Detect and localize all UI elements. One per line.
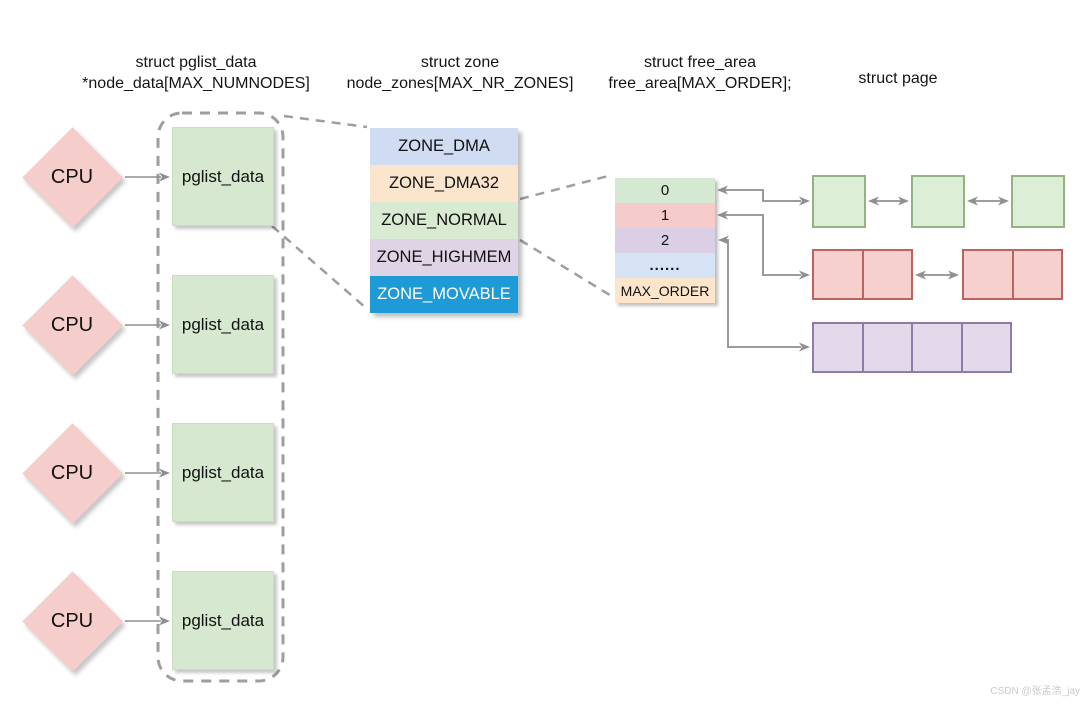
header-line: free_area[MAX_ORDER];: [608, 75, 792, 92]
pglist-data-node-2: pglist_data: [172, 275, 274, 374]
expand-line-pglist-to-zones-bottom: [271, 225, 367, 309]
arrowhead: [948, 270, 959, 280]
cpu-node-4: CPU: [21, 570, 123, 672]
header-line: struct page: [858, 70, 938, 87]
freearea1-list-link: [719, 214, 801, 276]
free-pages-order0-block-3: [1011, 175, 1065, 228]
free-pages-order1-block-2: [962, 249, 1063, 300]
pglist-data-node-4: pglist_data: [172, 571, 274, 670]
pglist-data-node-1: pglist_data: [172, 127, 274, 226]
arrowhead: [159, 616, 170, 626]
zone-row-movable: ZONE_MOVABLE: [370, 276, 518, 313]
page-cell: [964, 251, 1012, 298]
arrowhead: [718, 235, 729, 245]
arrowhead: [898, 196, 909, 206]
node-container-dashed-border: [156, 111, 285, 683]
header-line: *node_data[MAX_NUMNODES]: [82, 75, 310, 92]
zone-row-dma: ZONE_DMA: [370, 128, 518, 165]
zone-row-dma32: ZONE_DMA32: [370, 165, 518, 202]
arrowhead: [799, 196, 810, 206]
expand-line-pglist-to-zones-top: [283, 114, 368, 129]
free-pages-order0-block-1: [812, 175, 866, 228]
header-line: struct free_area: [643, 54, 757, 71]
free-area-row-max-order: MAX_ORDER: [615, 278, 715, 303]
cpu-node-2: CPU: [21, 274, 123, 376]
header-line: struct pglist_data: [135, 54, 257, 71]
column-header-free-area: struct free_area free_area[MAX_ORDER];: [590, 52, 810, 94]
column-header-pglist-data: struct pglist_data *node_data[MAX_NUMNOD…: [66, 52, 326, 94]
arrowhead: [717, 210, 728, 220]
arrowhead: [967, 196, 978, 206]
cpu-to-pglist-arrows: [125, 176, 161, 622]
arrowhead: [799, 270, 810, 280]
page-cell: [911, 324, 961, 371]
zone-row-normal: ZONE_NORMAL: [370, 202, 518, 239]
page-cell: [814, 251, 862, 298]
cpu-node-3: CPU: [21, 422, 123, 524]
page-cell: [960, 324, 1011, 371]
cpu-arrowheads: [159, 172, 170, 626]
arrowhead: [159, 320, 170, 330]
page-cell: [861, 251, 912, 298]
header-line: struct zone: [420, 54, 500, 71]
arrowhead: [998, 196, 1009, 206]
arrowhead: [159, 468, 170, 478]
page-cell: [814, 177, 864, 226]
free-area-stack: 0 1 2 ...... MAX_ORDER: [615, 178, 715, 303]
arrowhead: [915, 270, 926, 280]
free-area-row-0: 0: [615, 178, 715, 203]
freearea2-list-link: [721, 239, 801, 348]
free-area-row-1: 1: [615, 203, 715, 228]
cpu-label: CPU: [50, 461, 94, 484]
watermark: CSDN @张孟浩_jay: [990, 686, 1080, 697]
cpu-label: CPU: [50, 313, 94, 336]
page-cell: [913, 177, 963, 226]
pglist-data-node-3: pglist_data: [172, 423, 274, 522]
free-area-row-2: 2: [615, 228, 715, 253]
page-cell: [814, 324, 862, 371]
expand-line-zone-to-freearea-top: [519, 173, 613, 201]
cpu-label: CPU: [50, 609, 94, 632]
free-pages-order1-block-1: [812, 249, 913, 300]
zone-stack: ZONE_DMA ZONE_DMA32 ZONE_NORMAL ZONE_HIG…: [370, 128, 518, 313]
arrowhead: [868, 196, 879, 206]
expand-line-zone-to-freearea-bottom: [519, 238, 614, 299]
page-cell: [1013, 177, 1063, 226]
arrowhead: [717, 185, 728, 195]
column-header-page: struct page: [818, 68, 978, 89]
page-cell: [861, 324, 912, 371]
free-pages-order0-block-2: [911, 175, 965, 228]
free-area-row-ellipsis: ......: [615, 253, 715, 278]
page-cell: [1011, 251, 1062, 298]
free-pages-order2-block-1: [812, 322, 1012, 373]
cpu-node-1: CPU: [21, 126, 123, 228]
freearea0-list-link: [719, 189, 801, 202]
header-line: node_zones[MAX_NR_ZONES]: [346, 75, 574, 92]
arrowhead: [159, 172, 170, 182]
column-header-zone: struct zone node_zones[MAX_NR_ZONES]: [330, 52, 590, 94]
cpu-label: CPU: [50, 165, 94, 188]
arrowhead: [799, 342, 810, 352]
zone-row-highmem: ZONE_HIGHMEM: [370, 239, 518, 276]
